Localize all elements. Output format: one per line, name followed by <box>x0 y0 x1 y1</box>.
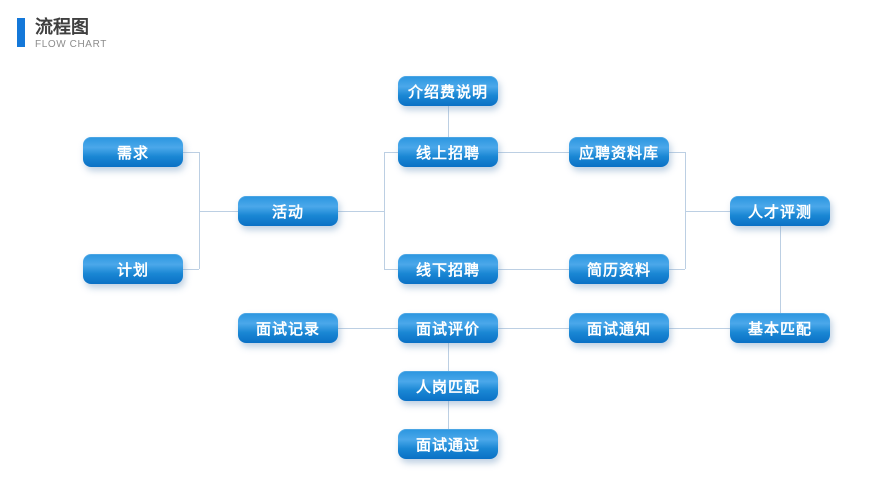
accent-bar <box>17 18 25 47</box>
flow-node-online-recruit: 线上招聘 <box>398 137 498 167</box>
flow-connector <box>669 328 730 329</box>
flow-node-interview-evaluation: 面试评价 <box>398 313 498 343</box>
flow-node-applicant-db: 应聘资料库 <box>569 137 669 167</box>
flow-node-talent-eval: 人才评测 <box>730 196 830 226</box>
flow-node-offline-recruit: 线下招聘 <box>398 254 498 284</box>
flow-node-plan: 计划 <box>83 254 183 284</box>
flow-connector <box>183 152 199 153</box>
flow-node-activity: 活动 <box>238 196 338 226</box>
flow-node-person-job-match: 人岗匹配 <box>398 371 498 401</box>
flow-connector <box>448 343 449 371</box>
page-title: 流程图 <box>35 17 89 37</box>
flow-node-interview-record: 面试记录 <box>238 313 338 343</box>
flow-connector <box>685 152 686 269</box>
header-text-block: 流程图 FLOW CHART <box>35 18 107 50</box>
flow-connector <box>338 328 398 329</box>
flow-node-interview-notice: 面试通知 <box>569 313 669 343</box>
flow-connector <box>498 269 569 270</box>
flow-connector <box>498 152 569 153</box>
flow-connector <box>780 226 781 313</box>
flow-node-resume-data: 简历资料 <box>569 254 669 284</box>
flow-connector <box>338 211 384 212</box>
flow-node-basic-match: 基本匹配 <box>730 313 830 343</box>
flow-connector <box>669 269 685 270</box>
page-subtitle: FLOW CHART <box>35 38 107 50</box>
flow-connector <box>199 152 200 269</box>
flow-connector <box>448 106 449 137</box>
page-header: 流程图 FLOW CHART <box>17 18 107 50</box>
flow-connector <box>498 328 569 329</box>
flow-node-interview-passed: 面试通过 <box>398 429 498 459</box>
flow-node-intro-fee: 介绍费说明 <box>398 76 498 106</box>
flow-connector <box>448 401 449 429</box>
flow-connector <box>183 269 199 270</box>
flow-node-demand: 需求 <box>83 137 183 167</box>
flow-connector <box>384 152 398 153</box>
flow-connector <box>384 152 385 269</box>
flow-connector <box>669 152 685 153</box>
flow-connector <box>685 211 730 212</box>
flow-connector <box>199 211 238 212</box>
flow-connector <box>384 269 398 270</box>
